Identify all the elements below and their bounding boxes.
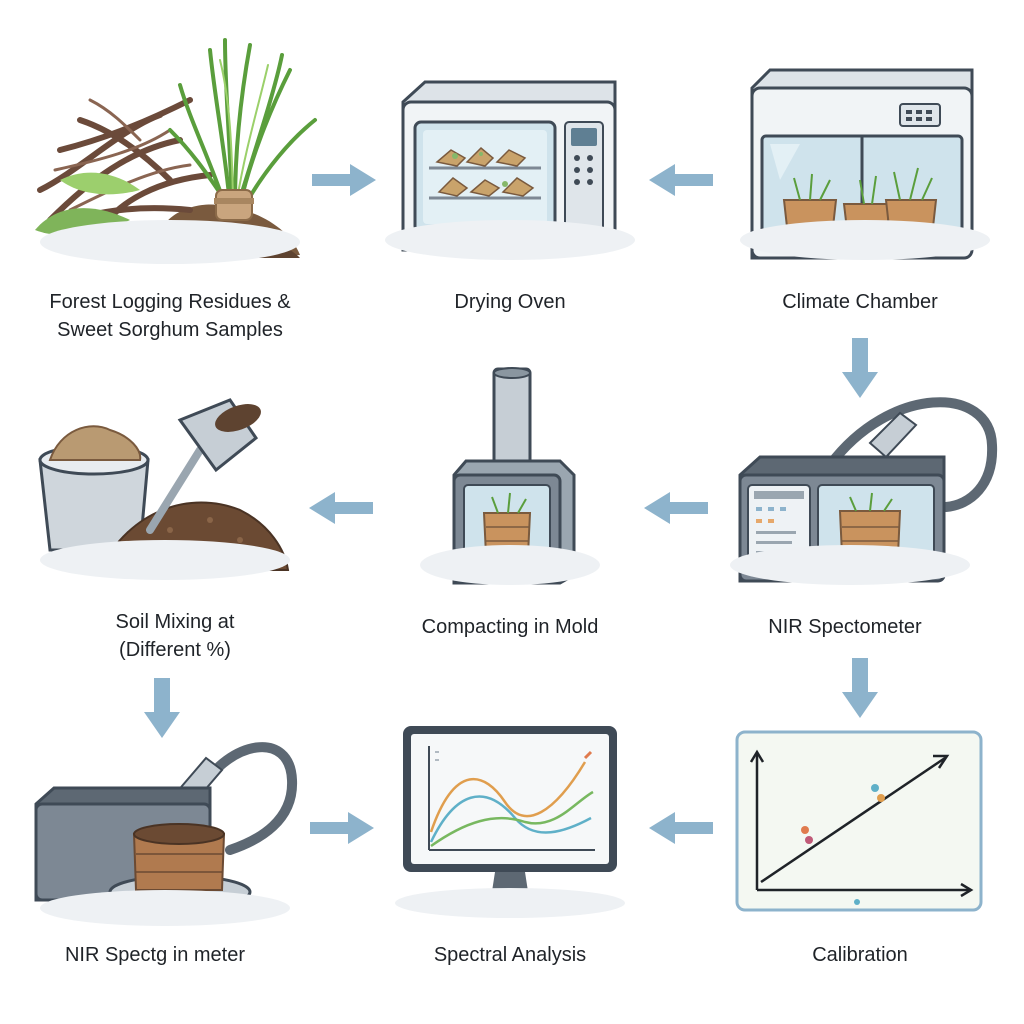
step-label-nir1: NIR Spectometer	[768, 616, 922, 638]
step-compact	[420, 365, 600, 595]
arrow-right-icon	[312, 164, 376, 196]
step-label-spectral: Spectral Analysis	[433, 944, 587, 966]
ground-shadow	[730, 545, 970, 585]
arrow-left-icon	[649, 164, 713, 196]
ground-shadow	[40, 540, 290, 580]
step-label-calib: Calibration	[812, 944, 908, 966]
step-nir1	[730, 395, 1010, 595]
step-calib	[735, 730, 985, 915]
ground-shadow	[385, 220, 635, 260]
ground-shadow	[395, 888, 625, 918]
step-oven	[385, 70, 635, 270]
arrow-down-icon	[842, 338, 878, 398]
step-label-soil: Soil Mixing at(Different %)	[115, 611, 235, 661]
step-label-climate: Climate Chamber	[782, 291, 938, 313]
step-label-nir2: NIR Spectg in meter	[64, 944, 246, 966]
ground-shadow	[420, 545, 600, 585]
step-nir2	[30, 730, 310, 930]
ground-shadow	[740, 220, 990, 260]
step-samples	[20, 30, 320, 270]
step-climate	[740, 60, 990, 270]
arrow-left-icon	[649, 812, 713, 844]
step-spectral	[395, 722, 625, 922]
drying-oven-icon	[401, 80, 617, 252]
ground-shadow	[40, 220, 300, 264]
arrow-left-icon	[309, 492, 373, 524]
step-label-oven: Drying Oven	[454, 291, 566, 313]
arrow-left-icon	[644, 492, 708, 524]
step-label-compact: Compacting in Mold	[421, 616, 599, 638]
calibration-plot-icon	[735, 730, 983, 912]
arrow-right-icon	[310, 812, 374, 844]
climate-chamber-icon	[750, 68, 974, 260]
step-label-samples: Forest Logging Residues &Sweet Sorghum S…	[49, 291, 291, 341]
arrow-down-icon	[842, 658, 878, 718]
step-soil	[30, 390, 300, 590]
ground-shadow	[40, 890, 290, 926]
arrow-down-icon	[144, 678, 180, 738]
